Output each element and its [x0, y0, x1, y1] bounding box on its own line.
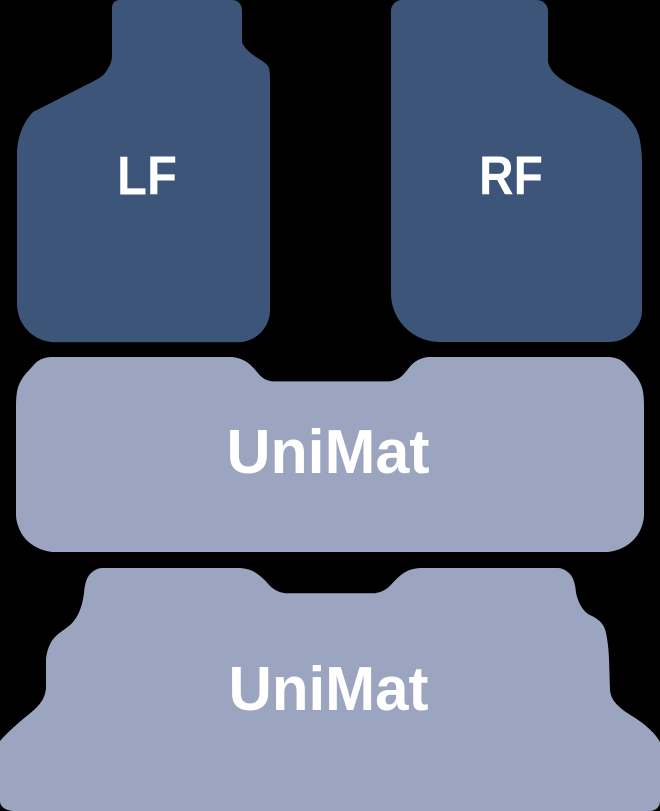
svg-text:LF: LF [117, 145, 177, 207]
svg-text:RF: RF [479, 145, 543, 207]
svg-text:UniMat: UniMat [227, 418, 430, 487]
svg-text:UniMat: UniMat [229, 655, 429, 724]
